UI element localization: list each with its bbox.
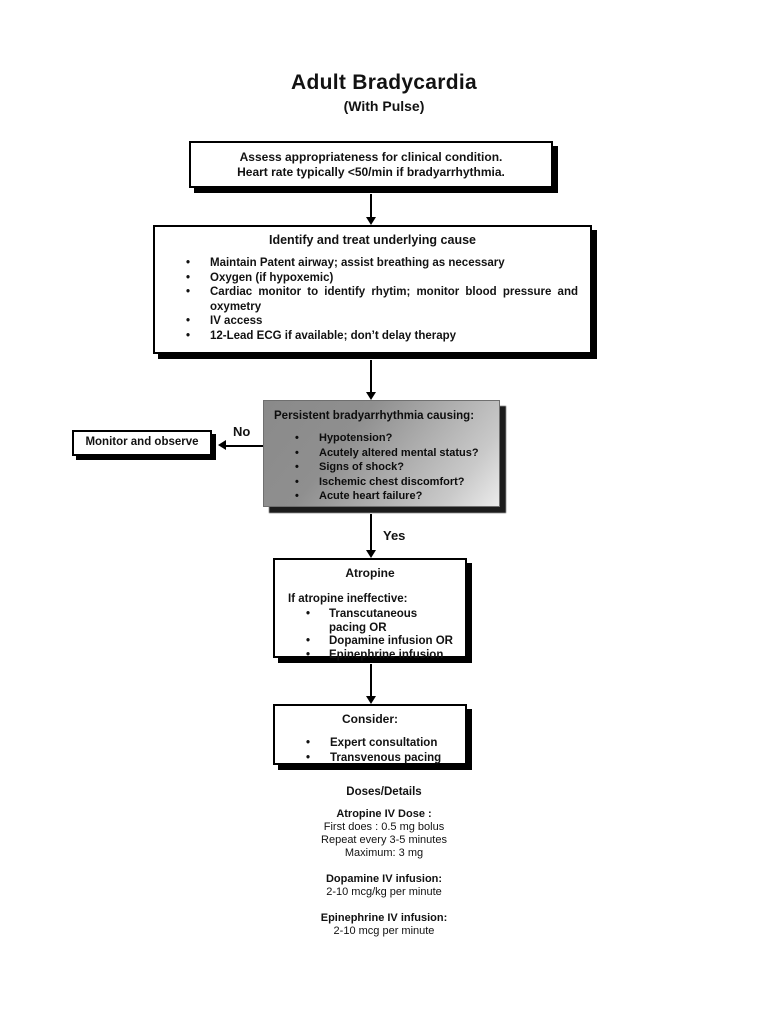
dose-line: First does : 0.5 mg bolus — [323, 821, 445, 833]
identify-box: Identify and treat underlying cause Main… — [153, 225, 592, 354]
bullet-item: Cardiac monitor to identify rhytim; moni… — [155, 285, 590, 314]
doses-heading: Doses/Details — [346, 786, 422, 798]
atropine-bullet-list: Transcutaneous pacing ORDopamine infusio… — [275, 608, 465, 662]
page-title: Adult Bradycardia — [291, 71, 477, 94]
identify-box-title: Identify and treat underlying cause — [269, 233, 476, 247]
bullet-item: Dopamine infusion OR — [275, 635, 465, 649]
bullet-item: Hypotension? — [264, 431, 499, 446]
dose-line: Maximum: 3 mg — [344, 847, 424, 859]
persistent-bradyarrhythmia-box: Persistent bradyarrhythmia causing: Hypo… — [263, 400, 500, 507]
yes-branch-label: Yes — [383, 528, 406, 543]
arrow-left-no — [218, 440, 263, 450]
bullet-item: Oxygen (if hypoxemic) — [155, 271, 590, 286]
bullet-item: Epinephrine infusion — [275, 649, 465, 663]
page-subtitle: (With Pulse) — [343, 98, 425, 114]
assess-line-2: Heart rate typically <50/min if bradyarr… — [237, 165, 505, 179]
identify-bullet-list: Maintain Patent airway; assist breathing… — [155, 256, 590, 343]
bullet-item: 12-Lead ECG if available; don’t delay th… — [155, 329, 590, 344]
dose-line: Repeat every 3-5 minutes — [321, 834, 447, 846]
dose-lines: 2-10 mcg per minute — [0, 925, 768, 938]
bullet-item: Expert consultation — [275, 736, 465, 751]
bullet-item: IV access — [155, 314, 590, 329]
atropine-box-title: Atropine — [345, 566, 395, 580]
persistent-box-title: Persistent bradyarrhythmia causing: — [274, 410, 475, 422]
persistent-bullet-list: Hypotension?Acutely altered mental statu… — [264, 431, 499, 504]
consider-bullet-list: Expert consultationTransvenous pacing — [275, 736, 465, 765]
dose-title: Atropine IV Dose : — [336, 808, 432, 820]
no-branch-label: No — [233, 424, 251, 439]
dose-title: Dopamine IV infusion: — [325, 873, 443, 885]
dose-lines: 2-10 mcg/kg per minute — [0, 886, 768, 899]
bullet-item: Signs of shock? — [264, 460, 499, 475]
assess-line-1: Assess appropriateness for clinical cond… — [239, 150, 503, 164]
arrow-down-1 — [366, 194, 376, 225]
consider-box-title: Consider: — [341, 712, 398, 726]
dose-line: 2-10 mcg per minute — [333, 925, 435, 937]
bullet-item: Ischemic chest discomfort? — [264, 475, 499, 490]
bullet-item: Maintain Patent airway; assist breathing… — [155, 256, 590, 271]
dose-title: Epinephrine IV infusion: — [320, 912, 448, 924]
arrow-down-yes — [366, 514, 376, 558]
dose-section-dopamine: Dopamine IV infusion: 2-10 mcg/kg per mi… — [0, 873, 768, 899]
monitor-and-observe-box: Monitor and observe — [72, 430, 212, 456]
dose-section-epinephrine: Epinephrine IV infusion: 2-10 mcg per mi… — [0, 912, 768, 938]
dose-section-atropine: Atropine IV Dose : First does : 0.5 mg b… — [0, 808, 768, 860]
arrow-down-3 — [366, 664, 376, 704]
arrow-down-2 — [366, 360, 376, 400]
bullet-item: Transcutaneous pacing OR — [275, 608, 465, 635]
consider-box: Consider: Expert consultationTransvenous… — [273, 704, 467, 765]
atropine-box: Atropine If atropine ineffective: Transc… — [273, 558, 467, 662]
dose-line: 2-10 mcg/kg per minute — [326, 886, 442, 898]
bullet-item: Acute heart failure? — [264, 489, 499, 504]
bullet-item: Transvenous pacing — [275, 751, 465, 766]
bullet-item: Acutely altered mental status? — [264, 446, 499, 461]
doses-details-section: Doses/Details Atropine IV Dose : First d… — [0, 786, 768, 951]
assess-box: Assess appropriateness for clinical cond… — [189, 141, 553, 188]
atropine-box-subtitle: If atropine ineffective: — [288, 593, 408, 605]
